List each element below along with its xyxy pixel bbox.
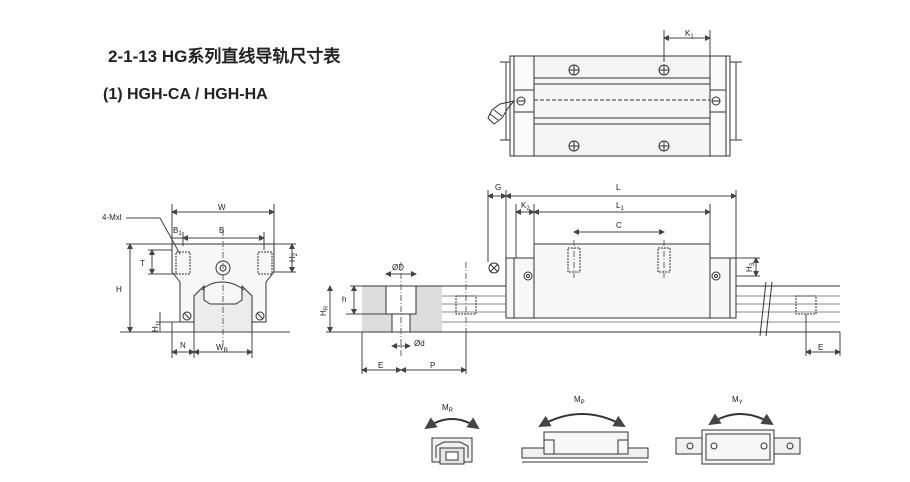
dim-w: W (218, 203, 226, 212)
moment-mp-label: MP (574, 395, 585, 406)
dim-l: L (616, 183, 621, 192)
moment-mr-icon (424, 417, 480, 465)
dim-h-small: h (342, 295, 346, 304)
dim-h1: H1 (151, 322, 162, 332)
dim-h2: H2 (288, 252, 299, 262)
dim-od-small: Ød (414, 339, 425, 348)
moment-my-icon (675, 413, 801, 465)
dim-screw: 4-Mxl (102, 213, 122, 222)
dim-e-right: E (818, 343, 823, 352)
page-title: 2-1-13 HG系列直线导轨尺寸表 (108, 47, 341, 66)
dim-c: C (616, 221, 622, 230)
dim-g: G (495, 183, 501, 192)
top-view (487, 30, 742, 157)
moment-mr-label: MR (442, 403, 454, 414)
dim-wr: WR (216, 343, 229, 354)
dim-h3: H3 (745, 262, 756, 272)
moment-my-label: MY (732, 395, 743, 406)
dim-p: P (430, 361, 435, 370)
dim-t: T (140, 259, 145, 268)
grease-nipple-icon (487, 100, 516, 125)
dim-od: ØD (392, 263, 404, 272)
mounting-hole-icon (516, 64, 721, 152)
end-view (120, 204, 296, 358)
moment-mp-icon (521, 413, 649, 463)
dim-hr: HR (319, 305, 330, 316)
dim-n: N (180, 341, 186, 350)
dim-b1: B1 (173, 226, 182, 237)
side-view (326, 190, 841, 374)
dim-b: B (219, 226, 224, 235)
dim-l1: L1 (616, 201, 624, 212)
dim-k1: K1 (685, 29, 694, 40)
dim-h: H (116, 285, 122, 294)
model-subtitle: (1) HGH-CA / HGH-HA (103, 86, 268, 103)
dim-k2: K2 (521, 201, 530, 212)
dim-e-left: E (378, 361, 383, 370)
